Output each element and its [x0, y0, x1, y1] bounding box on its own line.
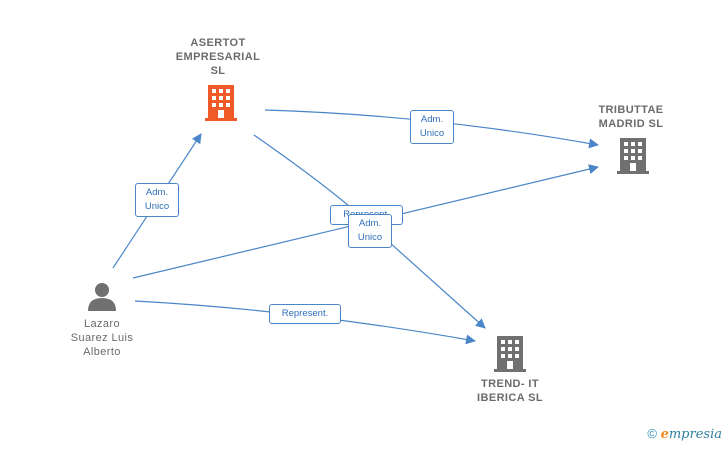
edge-label-asertot-tributtae[interactable]: Adm. Unico [410, 110, 454, 144]
edge-label-lazaro-asertot[interactable]: Adm. Unico [135, 183, 179, 217]
building-icon[interactable] [617, 138, 649, 174]
node-label-lazaro[interactable]: Lazaro Suarez Luis Alberto [70, 318, 134, 358]
node-label-tributtae[interactable]: TRIBUTTAE MADRID SL [598, 104, 664, 130]
edge-label-asertot-trendit[interactable]: Adm. Unico [348, 214, 392, 248]
edge-label-lazaro-trendit[interactable]: Represent. [269, 304, 341, 324]
copyright-symbol: © [647, 426, 657, 441]
copyright-watermark: © empresia [647, 426, 722, 442]
brand-logo: empresia [660, 427, 722, 442]
building-icon[interactable] [205, 85, 237, 121]
node-label-asertot[interactable]: ASERTOT EMPRESARIAL SL [175, 37, 261, 77]
node-label-trendit[interactable]: TREND- IT IBERICA SL [477, 378, 543, 404]
building-icon[interactable] [494, 336, 526, 372]
person-icon[interactable] [87, 281, 117, 311]
